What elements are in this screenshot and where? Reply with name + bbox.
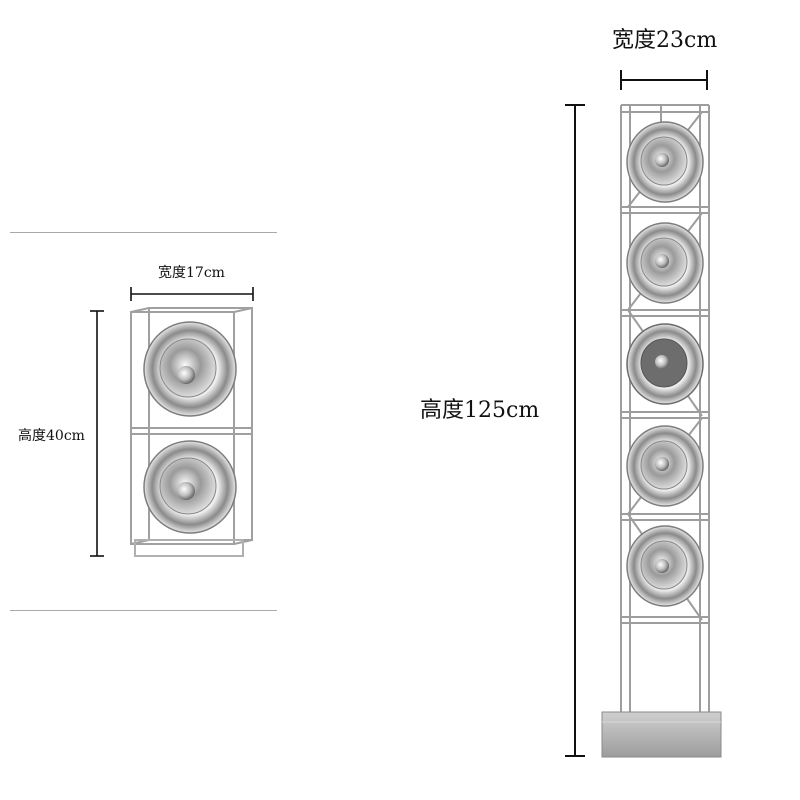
tall-lamp-shade-4 — [626, 425, 704, 507]
small-lamp-shade-2 — [143, 440, 237, 534]
small-lamp-height-dimension — [90, 310, 104, 557]
small-lamp-width-label: 宽度17cm — [158, 265, 225, 281]
tall-lamp-height-label: 高度125cm — [420, 398, 540, 423]
tall-lamp-shade-5 — [626, 525, 704, 607]
tall-lamp-shade-2 — [626, 222, 704, 304]
bottom-divider-line — [10, 610, 277, 611]
tall-lamp-shade-1 — [626, 121, 704, 203]
bulb-icon — [655, 254, 669, 268]
small-lamp-height-label: 高度40cm — [18, 428, 85, 444]
tall-lamp-shade-3 — [626, 323, 704, 405]
tall-lamp-base — [601, 711, 722, 758]
tall-lamp-height-dimension — [565, 104, 585, 757]
bulb-icon — [655, 153, 669, 167]
bulb-icon — [655, 457, 669, 471]
top-divider-line — [10, 232, 277, 233]
tall-lamp-width-label: 宽度23cm — [612, 28, 718, 53]
small-lamp-width-dimension — [130, 287, 254, 301]
small-lamp-frame — [130, 307, 253, 557]
bulb-icon — [655, 355, 669, 369]
bulb-icon — [177, 482, 195, 500]
bulb-icon — [655, 559, 669, 573]
tall-lamp — [601, 104, 722, 758]
bulb-icon — [177, 366, 195, 384]
tall-lamp-width-dimension — [620, 70, 708, 90]
small-lamp — [130, 307, 253, 557]
small-lamp-shade-1 — [143, 321, 237, 417]
